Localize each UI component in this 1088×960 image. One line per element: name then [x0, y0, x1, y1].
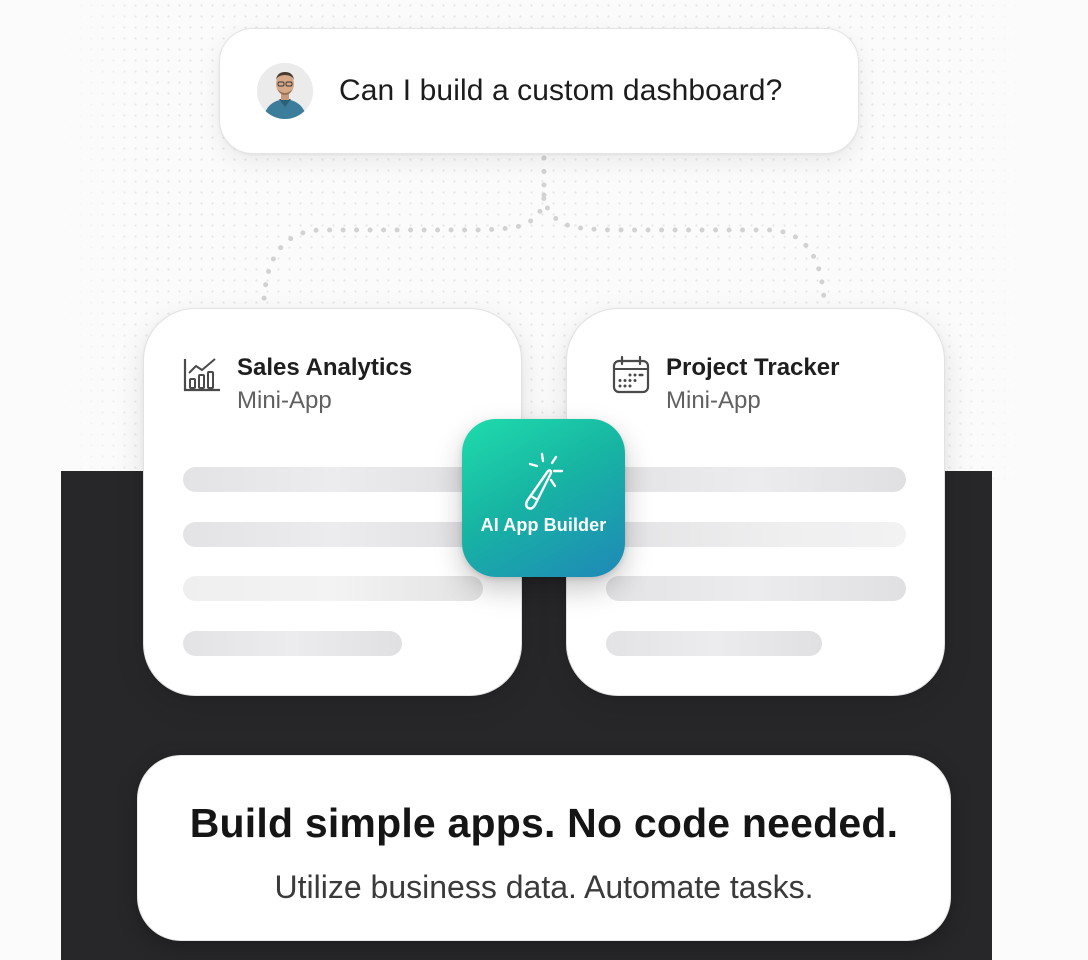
card-title: Project Tracker — [666, 354, 840, 381]
skeleton-line — [183, 522, 483, 547]
skeleton-line — [183, 576, 483, 601]
headline: Build simple apps. No code needed. — [189, 800, 899, 846]
user-question-bubble: Can I build a custom dashboard? — [219, 28, 859, 154]
question-text: Can I build a custom dashboard? — [339, 74, 783, 107]
avatar — [257, 63, 313, 119]
card-subtitle: Mini-App — [666, 387, 761, 414]
card-subtitle: Mini-App — [237, 387, 332, 414]
skeleton-line — [606, 467, 906, 492]
card-header: Sales Analytics Mini-App — [182, 353, 412, 419]
magic-wand-icon — [524, 452, 563, 510]
calendar-icon — [612, 355, 650, 394]
skeleton-line — [606, 576, 906, 601]
user-avatar-photo-icon — [257, 63, 313, 119]
skeleton-line — [606, 522, 906, 547]
mini-app-card-sales-analytics[interactable]: Sales Analytics Mini-App — [143, 308, 522, 696]
card-header: Project Tracker Mini-App — [611, 353, 839, 419]
mini-app-card-project-tracker[interactable]: Project Tracker Mini-App — [566, 308, 945, 696]
ai-app-builder-tile[interactable]: AI App Builder — [462, 419, 625, 577]
skeleton-line — [183, 631, 402, 656]
bar-chart-trend-icon — [183, 358, 220, 392]
subheadline: Utilize business data. Automate tasks. — [274, 869, 814, 905]
card-title: Sales Analytics — [237, 354, 413, 381]
skeleton-line — [183, 467, 483, 492]
skeleton-line — [606, 631, 822, 656]
ai-app-builder-label: AI App Builder — [480, 515, 607, 535]
tagline-card: Build simple apps. No code needed. Utili… — [137, 755, 951, 941]
